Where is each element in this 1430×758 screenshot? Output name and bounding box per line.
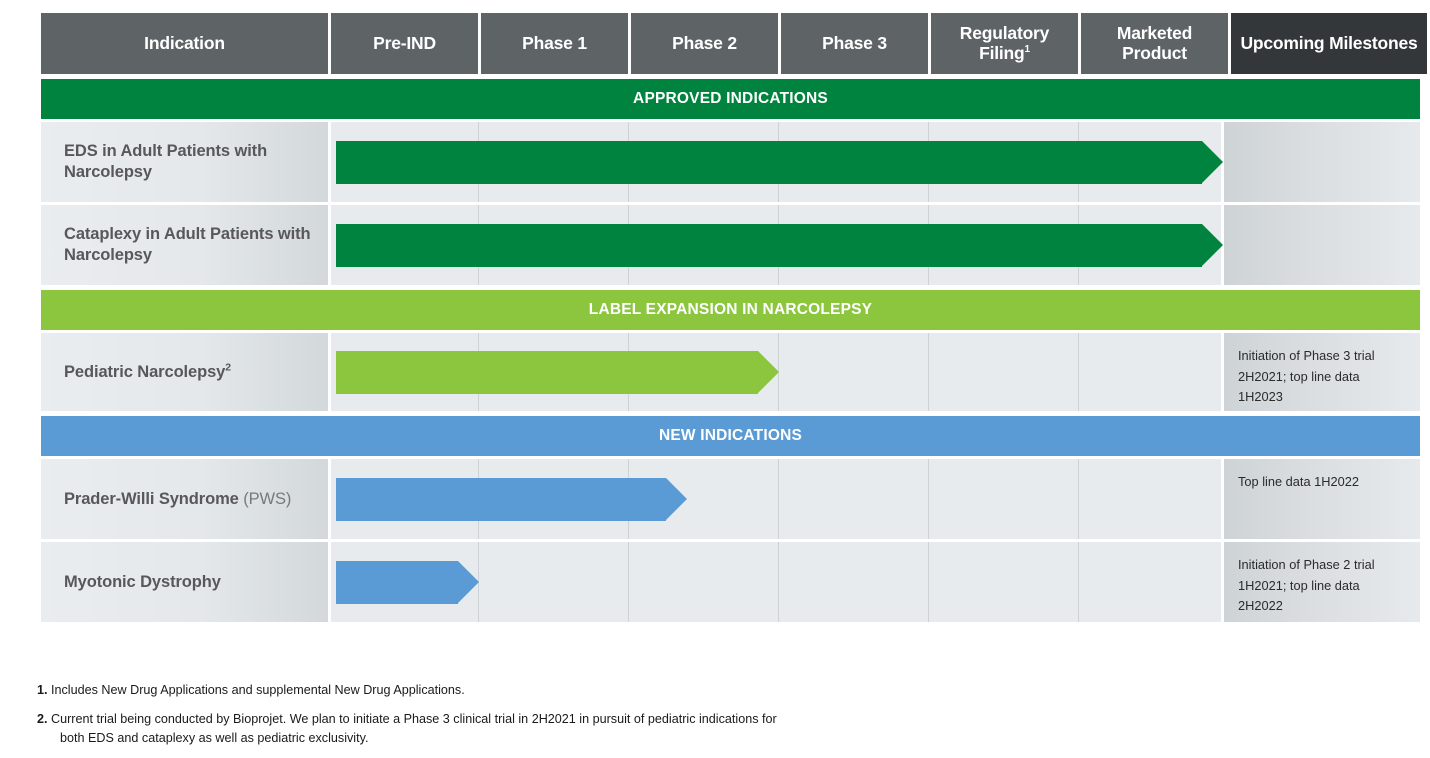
pipeline-row-myotonic-dystrophy: Myotonic Dystrophy Initiation of Phase 2… [41,542,1420,622]
gridline [778,459,779,539]
milestone-cell: Initiation of Phase 3 trial 2H2021; top … [1224,333,1420,411]
phase-track [331,542,1221,622]
milestone-cell [1224,205,1420,285]
column-header-marketed-product: Marketed Product [1081,13,1228,74]
indication-label-cell: Cataplexy in Adult Patients with Narcole… [41,205,328,285]
progress-arrow-cataplexy-adult-narcolepsy [336,224,1223,267]
section-banner-approved-indications: APPROVED INDICATIONS [41,79,1420,119]
indication-label-bold: EDS in Adult Patients with Narcolepsy [64,142,268,181]
section-banner-label: NEW INDICATIONS [658,427,803,444]
regulatory-filing-text: Regulatory Filing [959,22,1050,63]
indication-label: Pediatric Narcolepsy2 [64,362,231,383]
indication-label-bold: Cataplexy in Adult Patients with Narcole… [64,225,311,264]
indication-label-cell: Prader-Willi Syndrome (PWS) [41,459,328,539]
footnote-line-1: Current trial being conducted by Bioproj… [51,712,777,727]
footnote-number: 2. [37,712,48,727]
indication-label: EDS in Adult Patients with Narcolepsy [64,141,320,183]
arrow-tip-icon [666,478,687,520]
column-header-indication: Indication [41,13,328,74]
indication-label-cell: EDS in Adult Patients with Narcolepsy [41,122,328,202]
section-banner-label-expansion: LABEL EXPANSION IN NARCOLEPSY [41,290,1420,330]
indication-label: Prader-Willi Syndrome (PWS) [64,489,291,510]
footnote-text: Includes New Drug Applications and suppl… [51,681,1037,699]
column-header-phase-3: Phase 3 [781,13,928,74]
progress-arrow-eds-adult-narcolepsy [336,141,1223,184]
milestone-text: Initiation of Phase 2 trial 1H2021; top … [1238,557,1375,614]
footnote-text: Current trial being conducted by Bioproj… [51,710,1037,747]
footnotes: 1. Includes New Drug Applications and su… [37,681,1037,758]
pipeline-row-cataplexy-adult-narcolepsy: Cataplexy in Adult Patients with Narcole… [41,205,1420,285]
gridline [928,333,929,411]
progress-arrow-pediatric-narcolepsy [336,351,779,394]
section-banner-new-indications: NEW INDICATIONS [41,416,1420,456]
phase-track [331,122,1223,202]
pipeline-header-row: Indication Pre-IND Phase 1 Phase 2 Phase… [41,13,1427,74]
gridline [928,542,929,622]
column-header-regulatory-filing: Regulatory Filing1 [931,13,1078,74]
indication-label-bold: Pediatric Narcolepsy [64,362,226,381]
indication-label: Cataplexy in Adult Patients with Narcole… [64,224,320,266]
indication-label-cell: Myotonic Dystrophy [41,542,328,622]
gridline [628,542,629,622]
milestone-cell: Initiation of Phase 2 trial 1H2021; top … [1224,542,1420,622]
arrow-tip-icon [458,561,479,603]
column-header-phase-3-label: Phase 3 [822,32,887,53]
column-header-upcoming-milestones: Upcoming Milestones [1231,13,1427,74]
gridline [1078,333,1079,411]
pipeline-row-eds-adult-narcolepsy: EDS in Adult Patients with Narcolepsy [41,122,1420,202]
arrow-tip-icon [1202,141,1223,183]
indication-label-bold: Prader-Willi Syndrome [64,489,244,508]
milestone-text: Initiation of Phase 3 trial 2H2021; top … [1238,348,1375,405]
arrow-tip-icon [758,351,779,393]
milestone-cell: Top line data 1H2022 [1224,459,1420,539]
section-banner-label: APPROVED INDICATIONS [633,90,828,107]
column-header-phase-1-label: Phase 1 [522,32,587,53]
column-header-indication-label: Indication [144,32,225,53]
phase-track [331,459,1221,539]
column-header-pre-ind-label: Pre-IND [373,32,436,53]
footnote-number: 1. [37,683,48,697]
gridline [778,542,779,622]
column-header-marketed-product-label: Marketed Product [1116,22,1193,63]
milestone-cell [1224,122,1420,202]
footnote-line-1: Includes New Drug Applications and suppl… [51,683,465,697]
section-banner-label: LABEL EXPANSION IN NARCOLEPSY [588,301,873,318]
progress-arrow-prader-willi-syndrome [336,478,687,521]
pipeline-row-pediatric-narcolepsy: Pediatric Narcolepsy2 Initiation of Phas… [41,333,1420,411]
pipeline-chart: Indication Pre-IND Phase 1 Phase 2 Phase… [41,13,1427,622]
column-header-pre-ind: Pre-IND [331,13,478,74]
column-header-phase-1: Phase 1 [481,13,628,74]
gridline [1078,542,1079,622]
indication-footnote-marker: 2 [225,361,231,374]
phase-track [331,205,1223,285]
indication-label-cell: Pediatric Narcolepsy2 [41,333,328,411]
indication-label-light: (PWS) [243,489,292,508]
indication-label: Myotonic Dystrophy [64,572,221,593]
footnote-1: 1. Includes New Drug Applications and su… [37,681,1037,699]
column-header-phase-2: Phase 2 [631,13,778,74]
footnote-2: 2. Current trial being conducted by Biop… [37,710,1037,747]
milestone-text: Top line data 1H2022 [1238,474,1359,489]
pipeline-row-prader-willi-syndrome: Prader-Willi Syndrome (PWS) Top line dat… [41,459,1420,539]
regulatory-filing-footnote-marker: 1 [1024,43,1031,55]
footnote-line-2: both EDS and cataplexy as well as pediat… [60,730,369,745]
arrow-tip-icon [1202,224,1223,266]
gridline [1078,459,1079,539]
column-header-regulatory-filing-label: Regulatory Filing1 [935,22,1074,63]
phase-track [331,333,1221,411]
column-header-phase-2-label: Phase 2 [672,32,737,53]
gridline [928,459,929,539]
progress-arrow-myotonic-dystrophy [336,561,479,604]
indication-label-bold: Myotonic Dystrophy [64,572,221,591]
column-header-upcoming-milestones-label: Upcoming Milestones [1240,32,1418,53]
